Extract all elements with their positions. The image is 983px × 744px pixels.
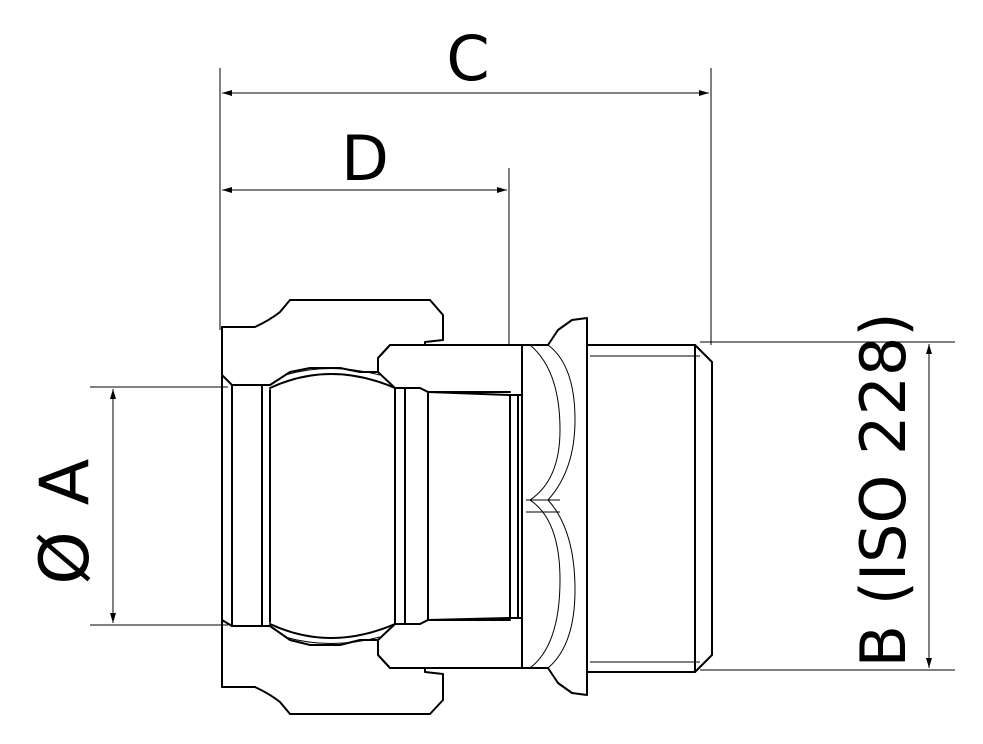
fitting-body [377,317,713,696]
nut-section-upper [221,299,444,386]
union-nut [221,299,444,715]
body-section-lower [377,617,523,669]
dim-label-a: A [26,459,105,506]
nut-section-lower [221,619,444,715]
compression-ring [269,368,406,644]
dim-label-b: B (ISO 228) [847,312,920,667]
dimension-lines [90,68,955,671]
body-section-upper [377,344,523,396]
dim-label-c: C [446,22,489,95]
dim-label-d: D [341,122,389,195]
dim-symbol-a: Ø [26,531,105,585]
